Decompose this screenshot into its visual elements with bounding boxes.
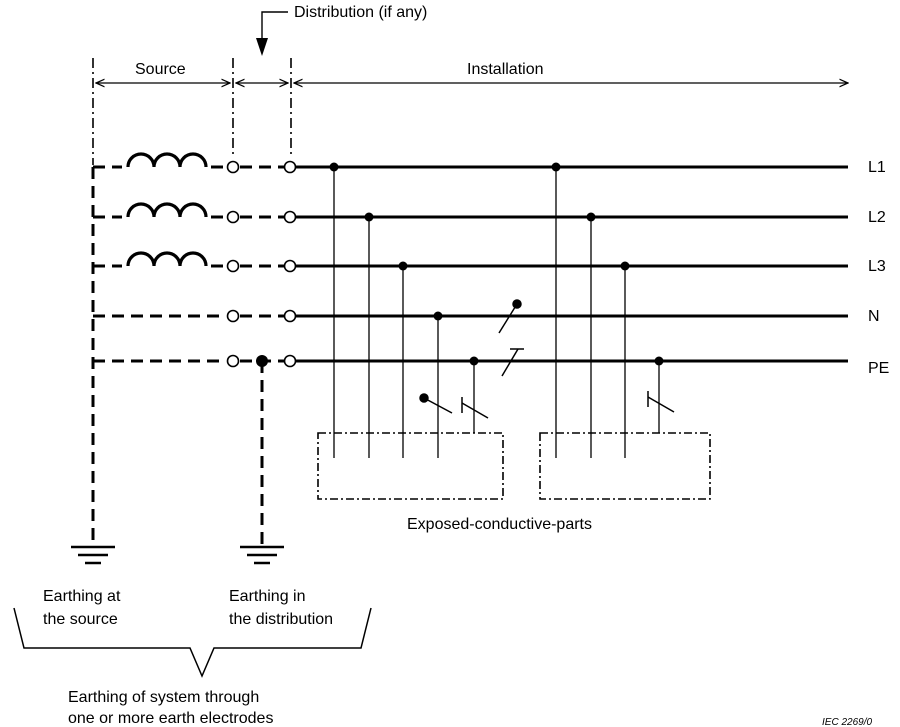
exposed-parts-label: Exposed-conductive-parts [407, 516, 592, 533]
grouping-bracket [13, 607, 372, 678]
pe-link-blade [501, 348, 519, 377]
winding-l1 [126, 152, 208, 168]
source-dashed-wiring [91, 165, 284, 545]
source-windings [126, 152, 208, 267]
earth-symbol-source [71, 545, 115, 565]
earthing-distribution-line2: the distribution [229, 611, 333, 628]
terminal-install-l1 [283, 160, 297, 174]
terminal-source-n [226, 309, 240, 323]
terminal-install-pe [283, 354, 297, 368]
installation-label: Installation [467, 61, 544, 78]
earthing-source-line1: Earthing at [43, 588, 121, 605]
dimension-markers [92, 11, 848, 165]
distribution-pointer-head [256, 38, 268, 56]
n-switch-contact [512, 299, 522, 309]
source-label: Source [135, 61, 186, 78]
earthing-source-line2: the source [43, 611, 118, 628]
eq1-switch-contact [419, 393, 429, 403]
figure-reference: IEC 2269/0 [822, 717, 872, 727]
equipment-enclosure-1 [317, 432, 504, 500]
conductor-label-l3: L3 [868, 258, 886, 275]
terminals [226, 160, 297, 368]
equipment-enclosure-2 [539, 432, 711, 500]
conductor-label-pe: PE [868, 360, 889, 377]
conductor-label-l1: L1 [868, 159, 886, 176]
distribution-label: Distribution (if any) [294, 4, 427, 21]
installation-busbars [296, 165, 848, 363]
winding-l2 [126, 202, 208, 218]
earthing-system-line2: one or more earth electrodes [68, 710, 273, 727]
equipment-drops [333, 167, 660, 458]
conductor-label-n: N [868, 308, 880, 325]
eq2-pe-link-blade [647, 396, 675, 413]
terminal-source-l1 [226, 160, 240, 174]
terminal-install-l2 [283, 210, 297, 224]
earthing-distribution-line1: Earthing in [229, 588, 306, 605]
eq1-pe-link-blade [461, 402, 489, 419]
terminal-source-l2 [226, 210, 240, 224]
n-switch-blade [498, 303, 518, 334]
enclosures [317, 432, 711, 500]
terminal-source-l3 [226, 259, 240, 273]
distribution-earth-junction [256, 355, 268, 367]
distribution-pointer-line [261, 11, 288, 40]
earthing-system-line1: Earthing of system through [68, 689, 259, 706]
terminal-source-pe [226, 354, 240, 368]
eq1-switch-blade [423, 397, 453, 414]
junction-dots [329, 162, 664, 366]
winding-l3 [126, 251, 208, 267]
earth-symbol-distribution [240, 545, 284, 565]
conductor-label-l2: L2 [868, 209, 886, 226]
link-symbols [419, 299, 675, 419]
terminal-install-n [283, 309, 297, 323]
terminal-install-l3 [283, 259, 297, 273]
